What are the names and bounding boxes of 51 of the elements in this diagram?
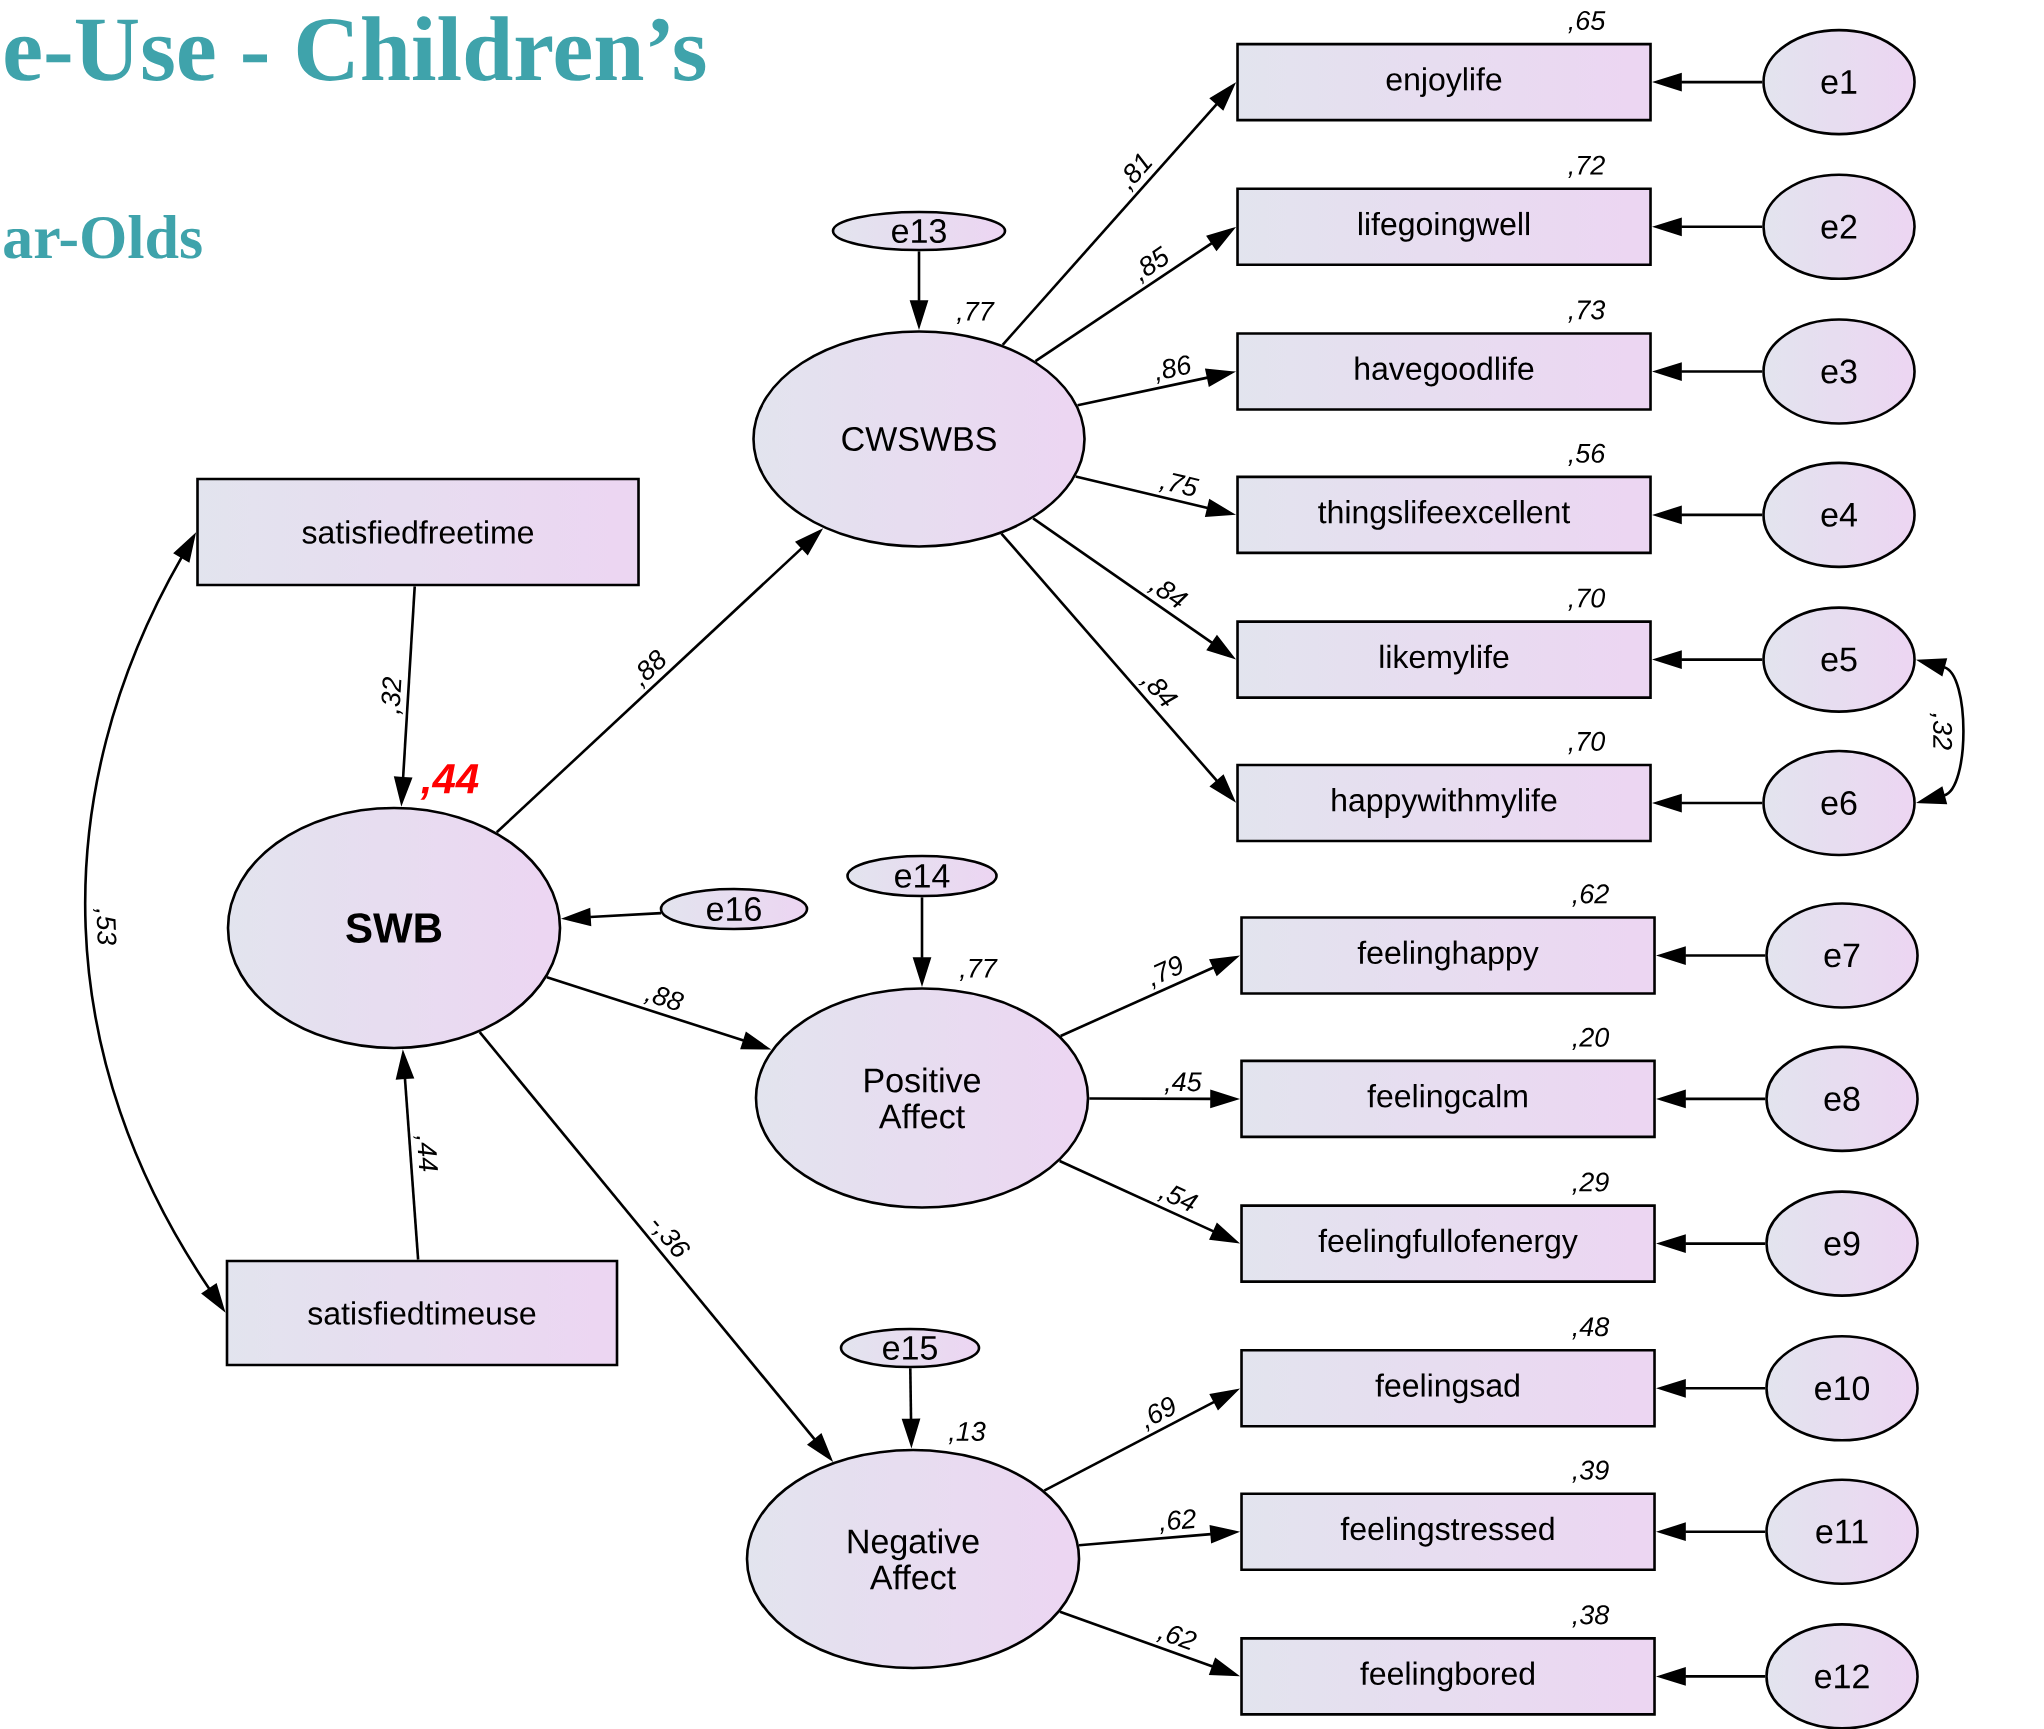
r-squared-value: ,13 <box>948 1421 986 1445</box>
observed-variable-box: satisfiedfreetime <box>196 477 640 587</box>
heading-text: ar-Olds <box>4 215 202 259</box>
observed-variable-box: feelingfullofenergy <box>1240 1204 1656 1283</box>
path-coefficient: ,44 <box>413 1135 438 1172</box>
path-coefficient: ,54 <box>1156 1185 1199 1212</box>
observed-variable-box: likemylife <box>1236 620 1652 699</box>
r-squared-value: ,77 <box>959 959 998 981</box>
r-squared-value: ,20 <box>1572 1027 1610 1051</box>
r-squared-value: ,48 <box>1572 1317 1610 1340</box>
r-squared-value: ,70 <box>1568 731 1606 755</box>
path-coefficient: ,81 <box>1124 153 1153 193</box>
path-coefficient: -,36 <box>650 1220 690 1257</box>
observed-variable-box: lifegoingwell <box>1236 187 1652 267</box>
path-coefficient: ,84 <box>1146 581 1189 608</box>
observed-variable-box: satisfiedtimeuse <box>225 1259 619 1367</box>
path-coefficient: ,88 <box>643 987 684 1011</box>
title: e-Use - Children’s <box>5 16 706 81</box>
observed-variable-box: feelingsad <box>1240 1349 1656 1428</box>
r-squared-value: ,39 <box>1572 1460 1609 1483</box>
path-coefficient: ,85 <box>1139 245 1168 285</box>
r-squared-value: ,70 <box>1568 588 1606 611</box>
observed-variable-box: feelinghappy <box>1240 916 1656 995</box>
observed-variable-box: feelingbored <box>1240 1637 1656 1716</box>
observed-variable-box: thingslifeexcellent <box>1236 475 1652 555</box>
r-squared-value: ,44 <box>420 764 479 800</box>
observed-variable-box: feelingstressed <box>1240 1492 1656 1571</box>
path-coefficient: ,62 <box>1160 1509 1196 1535</box>
path-coefficient: ,88 <box>637 650 666 690</box>
r-squared-value: ,56 <box>1568 443 1606 467</box>
observed-variable-box: enjoylife <box>1236 42 1652 122</box>
path-coefficient: ,79 <box>1152 956 1182 990</box>
path-coefficient: ,45 <box>1164 1072 1202 1095</box>
r-squared-value: ,29 <box>1572 1172 1609 1195</box>
r-squared-value: ,65 <box>1568 10 1606 34</box>
r-squared-value: ,38 <box>1572 1605 1610 1628</box>
r-squared-value: ,77 <box>956 302 995 324</box>
path-coefficient: ,86 <box>1157 355 1191 385</box>
path-coefficient: ,69 <box>1145 1397 1175 1432</box>
path-coefficient: ,32 <box>1929 713 1953 750</box>
r-squared-value: ,62 <box>1572 884 1609 907</box>
path-coefficient: ,32 <box>381 676 403 715</box>
observed-variable-box: havegoodlife <box>1236 332 1652 411</box>
path-coefficient: ,53 <box>93 908 117 945</box>
r-squared-value: ,72 <box>1568 155 1605 178</box>
path-coefficient: ,75 <box>1158 472 1200 496</box>
path-coefficient: ,62 <box>1155 1626 1197 1650</box>
observed-variable-box: feelingcalm <box>1240 1059 1656 1139</box>
observed-variable-box: happywithmylife <box>1236 763 1652 843</box>
r-squared-value: ,73 <box>1568 300 1606 323</box>
path-coefficient: ,84 <box>1138 679 1179 707</box>
